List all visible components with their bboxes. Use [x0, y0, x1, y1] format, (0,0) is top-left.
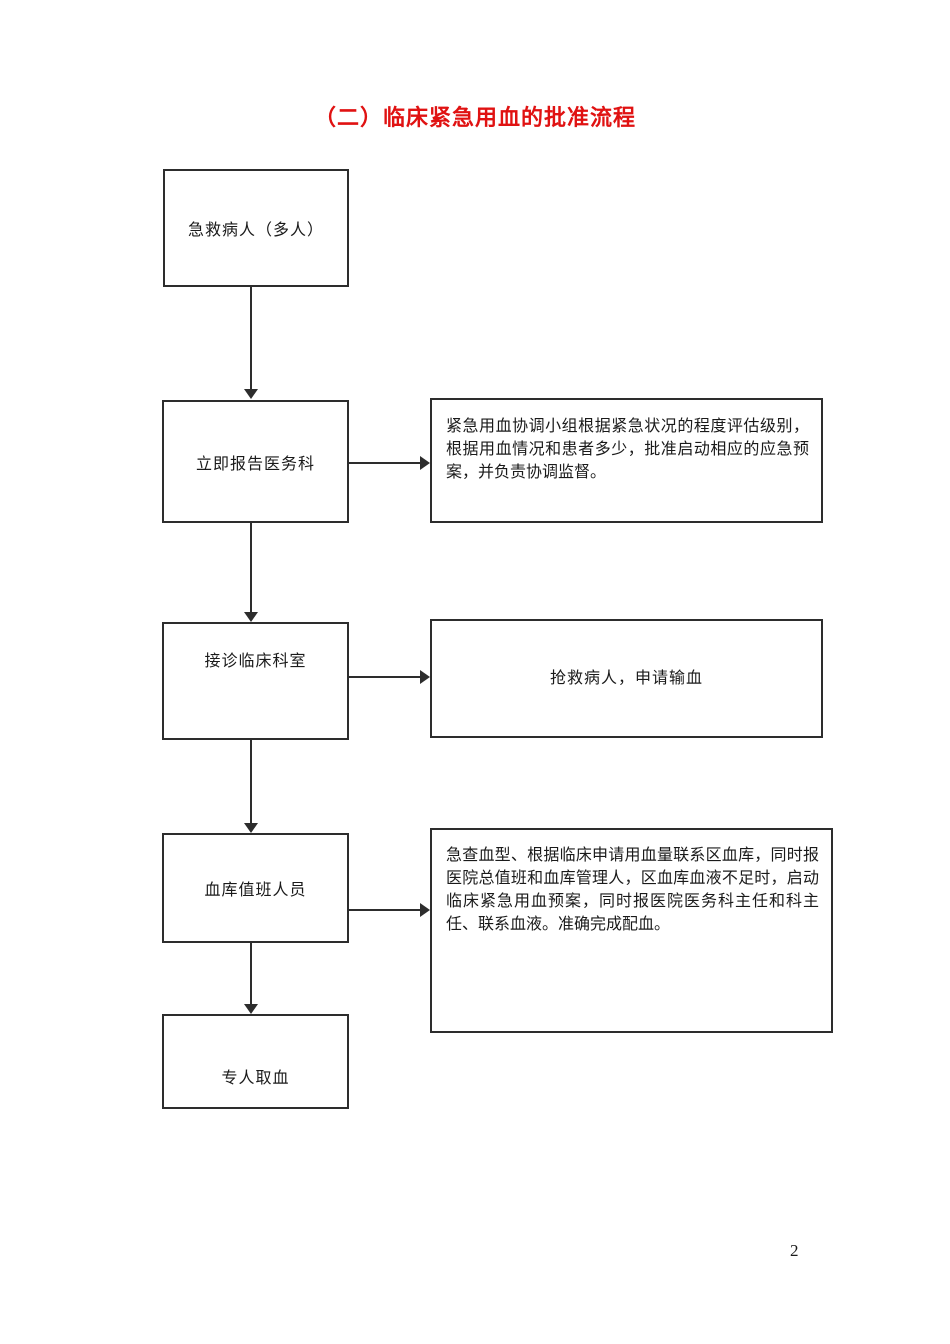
arrow-down-2: [244, 522, 258, 622]
flow-node-emergency-patients: 急救病人（多人）: [163, 169, 349, 287]
arrow-down-1: [244, 286, 258, 399]
flow-node-blood-bank-staff: 血库值班人员: [162, 833, 349, 943]
flow-node-report-medical-dept: 立即报告医务科: [162, 400, 349, 523]
page-number: 2: [790, 1241, 799, 1260]
arrow-right-1: [349, 456, 430, 470]
flow-node-clinical-department: 接诊临床科室: [162, 622, 349, 740]
flow-annotation-rescue-apply-transfusion: 抢救病人，申请输血: [430, 619, 823, 738]
flow-node-dedicated-blood-pickup: 专人取血: [162, 1014, 349, 1109]
arrow-down-3: [244, 739, 258, 833]
arrow-down-4: [244, 942, 258, 1014]
page-title: （二）临床紧急用血的批准流程: [313, 105, 636, 130]
arrow-right-3: [349, 903, 430, 917]
flow-annotation-blood-matching: 急查血型、根据临床申请用血量联系区血库，同时报医院总值班和血库管理人，区血库血液…: [430, 828, 833, 1033]
arrow-right-2: [349, 670, 430, 684]
flow-annotation-coordination-group: 紧急用血协调小组根据紧急状况的程度评估级别，根据用血情况和患者多少，批准启动相应…: [430, 398, 823, 523]
